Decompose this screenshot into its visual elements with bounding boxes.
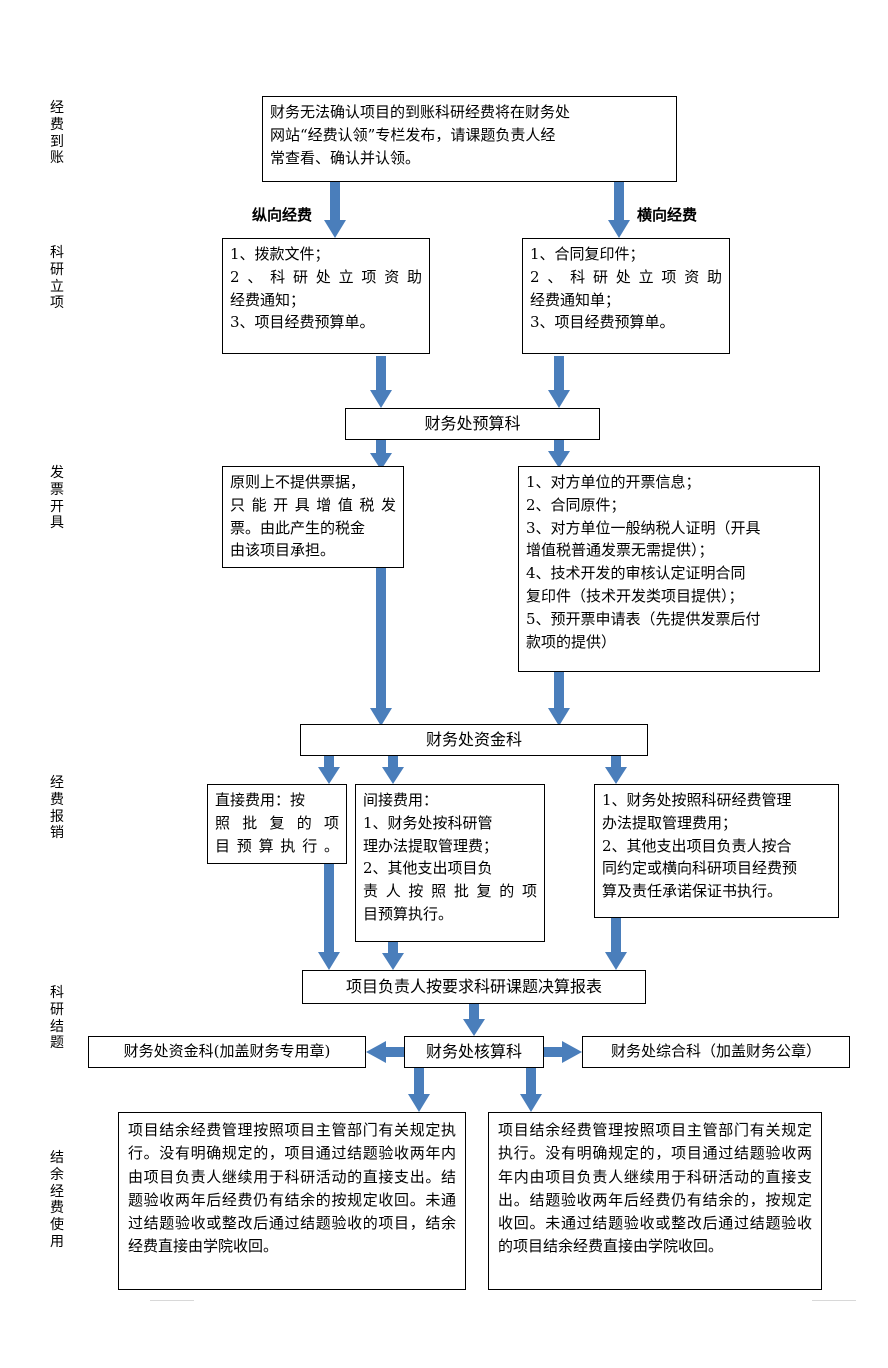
vertical-materials-line-1: 1、拨款文件；	[230, 245, 330, 263]
horizontal-materials-line-4: 3、项目经费预算单。	[530, 313, 675, 332]
indirect-cost-line-2: 1、财务处按科研管	[363, 813, 493, 832]
arrow-budget-to-invoice-materials	[548, 440, 570, 468]
arrow-funds-to-horizontal-cost	[605, 756, 627, 784]
final-report-box: 项目负责人按要求科研课题决算报表	[302, 970, 646, 1004]
surplus-right-text: 项目结余经费管理按照项目主管部门有关规定执行。没有明确规定的，项目通过结题验收两…	[498, 1121, 812, 1256]
horizontal-cost-line-3: 2、其他支出项目负责人按合	[602, 836, 792, 855]
horizontal-cost-line-2: 办法提取管理费用；	[602, 813, 738, 832]
arrow-report-to-accounting	[463, 1004, 485, 1036]
arrow-horizontal-cost-to-report	[605, 918, 627, 970]
budget-section-box: 财务处预算科	[345, 408, 600, 440]
surplus-left-text: 项目结余经费管理按照项目主管部门有关规定执行。没有明确规定的，项目通过结题验收两…	[128, 1121, 456, 1256]
baseline-rule-left	[150, 1300, 194, 1301]
caption-vertical-funding: 纵向经费	[252, 206, 313, 224]
surplus-right-box: 项目结余经费管理按照项目主管部门有关规定执行。没有明确规定的，项目通过结题验收两…	[488, 1112, 822, 1290]
invoice-materials-line-6: 复印件（技术开发类项目提供）；	[526, 586, 744, 605]
stage-label-funds-arrival: 经费到账	[50, 100, 64, 167]
direct-cost-box: 直接费用：按 照批复的项 目预算执行。	[207, 784, 347, 864]
arrow-accounting-to-general-seal	[544, 1041, 582, 1063]
caption-horizontal-funding: 横向经费	[637, 206, 698, 224]
stage-label-surplus-funds-use: 结余经费使用	[50, 1150, 64, 1250]
accounting-section-box: 财务处核算科	[404, 1036, 544, 1068]
accounting-section-label: 财务处核算科	[425, 1041, 522, 1061]
arrow-vertical-to-budget	[370, 356, 392, 408]
indirect-cost-box: 间接费用： 1、财务处按科研管 理办法提取管理费； 2、其他支出项目负 责人按照…	[355, 784, 545, 942]
budget-section-label: 财务处预算科	[424, 413, 521, 433]
indirect-cost-line-3: 理办法提取管理费；	[363, 836, 499, 855]
invoice-materials-line-5: 4、技术开发的审核认定证明合同	[526, 564, 746, 583]
funds-section-seal-box: 财务处资金科(加盖财务专用章)	[88, 1036, 366, 1068]
direct-cost-line-2: 照批复的项	[215, 813, 339, 832]
invoice-materials-line-1: 1、对方单位的开票信息；	[526, 473, 701, 491]
funds-section-box: 财务处资金科	[300, 724, 648, 756]
funds-section-label: 财务处资金科	[425, 729, 522, 749]
arrow-funds-to-indirect-cost	[382, 756, 404, 784]
arrow-indirect-cost-to-report	[382, 942, 404, 970]
arrow-accounting-to-surplus-right	[520, 1068, 542, 1112]
horizontal-materials-line-3: 经费通知单；	[530, 290, 621, 309]
funds-section-seal-label: 财务处资金科(加盖财务专用章)	[123, 1042, 331, 1061]
arrow-notice-to-horizontal	[608, 182, 630, 238]
stage-label-project-initiation: 科研立项	[50, 245, 64, 312]
stage-label-invoice-issuance: 发票开具	[50, 465, 64, 532]
horizontal-cost-line-4: 同约定或横向科研项目经费预	[602, 859, 798, 878]
no-invoice-line-2: 只能开具增值税发	[230, 495, 396, 514]
baseline-rule-right	[812, 1300, 856, 1301]
invoice-materials-line-3: 3、对方单位一般纳税人证明（开具	[526, 518, 761, 537]
vertical-materials-box: 1、拨款文件； 2、科研处立项资助 经费通知； 3、项目经费预算单。	[222, 238, 430, 354]
arrow-notice-to-vertical	[324, 182, 346, 238]
final-report-label: 项目负责人按要求科研课题决算报表	[345, 976, 602, 996]
no-invoice-rule-box: 原则上不提供票据， 只能开具增值税发 票。由此产生的税金 由该项目承担。	[222, 466, 404, 568]
horizontal-cost-line-1: 1、财务处按照科研经费管理	[602, 791, 792, 809]
horizontal-materials-line-1: 1、合同复印件；	[530, 245, 645, 263]
invoice-materials-line-8: 款项的提供）	[526, 632, 617, 651]
notice-box: 财务无法确认项目的到账科研经费将在财务处 网站“经费认领”专栏发布，请课题负责人…	[262, 96, 677, 182]
invoice-materials-line-4: 增值税普通发票无需提供）；	[526, 541, 714, 560]
horizontal-materials-box: 1、合同复印件； 2、科研处立项资助 经费通知单； 3、项目经费预算单。	[522, 238, 730, 354]
direct-cost-line-1: 直接费用：按	[215, 791, 306, 809]
general-section-seal-label: 财务处综合科（加盖财务公章）	[610, 1042, 821, 1061]
arrow-no-invoice-to-funds	[370, 568, 392, 726]
vertical-materials-line-2: 2、科研处立项资助	[230, 267, 422, 286]
arrow-accounting-to-surplus-left	[408, 1068, 430, 1112]
invoice-materials-box: 1、对方单位的开票信息； 2、合同原件； 3、对方单位一般纳税人证明（开具 增值…	[518, 466, 820, 672]
indirect-cost-line-6: 目预算执行。	[363, 904, 454, 923]
no-invoice-line-1: 原则上不提供票据，	[230, 473, 366, 491]
notice-line-1: 财务无法确认项目的到账科研经费将在财务处	[270, 103, 571, 121]
no-invoice-line-4: 由该项目承担。	[230, 541, 336, 560]
invoice-materials-line-2: 2、合同原件；	[526, 495, 626, 514]
arrow-funds-to-direct-cost	[318, 756, 340, 784]
horizontal-cost-line-5: 算及责任承诺保证书执行。	[602, 882, 783, 901]
stage-label-expense-reimbursement: 经费报销	[50, 775, 64, 842]
horizontal-cost-box: 1、财务处按照科研经费管理 办法提取管理费用； 2、其他支出项目负责人按合 同约…	[594, 784, 839, 918]
general-section-seal-box: 财务处综合科（加盖财务公章）	[582, 1036, 850, 1068]
direct-cost-line-3: 目预算执行。	[215, 836, 339, 855]
indirect-cost-line-1: 间接费用：	[363, 791, 439, 809]
no-invoice-line-3: 票。由此产生的税金	[230, 518, 366, 537]
vertical-materials-line-3: 经费通知；	[230, 290, 306, 309]
surplus-left-box: 项目结余经费管理按照项目主管部门有关规定执行。没有明确规定的，项目通过结题验收两…	[118, 1112, 466, 1290]
notice-line-2: 网站“经费认领”专栏发布，请课题负责人经	[270, 125, 556, 144]
indirect-cost-line-5: 责人按照批复的项	[363, 882, 537, 901]
vertical-materials-line-4: 3、项目经费预算单。	[230, 313, 375, 332]
arrow-budget-to-no-invoice	[370, 440, 392, 470]
stage-label-project-closing: 科研结题	[50, 985, 64, 1052]
invoice-materials-line-7: 5、预开票申请表（先提供发票后付	[526, 609, 761, 628]
arrow-accounting-to-funds-seal	[366, 1041, 404, 1063]
arrow-invoice-materials-to-funds	[548, 672, 570, 726]
arrow-horizontal-to-budget	[548, 356, 570, 408]
notice-line-3: 常查看、确认并认领。	[270, 148, 421, 167]
arrow-direct-cost-to-report	[318, 864, 340, 970]
indirect-cost-line-4: 2、其他支出项目负	[363, 859, 493, 878]
horizontal-materials-line-2: 2、科研处立项资助	[530, 267, 722, 286]
